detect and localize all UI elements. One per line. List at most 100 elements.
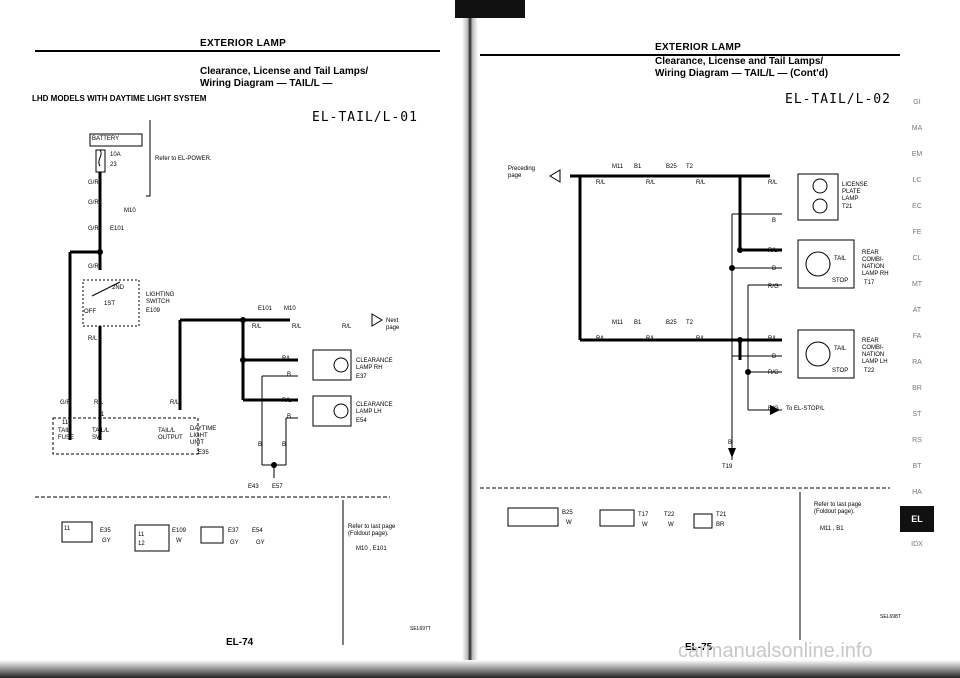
wire-color-label: R/L (768, 336, 778, 342)
clearance-lh-label: CLEARANCE LAMP LH (356, 402, 393, 415)
connector-pin: 11 (138, 532, 145, 538)
section-tab-active[interactable]: EL (900, 506, 934, 532)
page-number: EL-75 (685, 642, 713, 653)
section-tab[interactable]: BR (912, 385, 922, 392)
wire-color-label: R/L (646, 180, 656, 186)
battery-bracket (146, 120, 151, 197)
right-wiring-diagram (480, 169, 890, 640)
page-header: EXTERIOR LAMP (200, 38, 287, 49)
section-tab[interactable]: RS (912, 437, 922, 444)
connector-e54-id: E54 (252, 528, 263, 534)
preceding-page-link[interactable]: Preceding page (508, 166, 536, 179)
connector-pin: 12 (138, 541, 145, 547)
connector-id: M10 (284, 306, 296, 312)
section-tab[interactable]: EM (911, 151, 923, 158)
switch-position-off: OFF (84, 309, 96, 315)
clearance-rh-label: CLEARANCE LAMP RH (356, 358, 393, 371)
battery-label: BATTERY (92, 136, 120, 142)
left-wiring-diagram (35, 120, 390, 645)
refer-last-page: Refer to last page (Foldout page). (348, 524, 396, 537)
refer-last-page: Refer to last page (Foldout page). (814, 502, 862, 515)
connector-id: M11 (612, 320, 624, 326)
connector-t21-color: BR (716, 522, 725, 528)
wire-color-label: R/L (88, 336, 98, 342)
battery-box (89, 133, 143, 147)
section-tab[interactable]: LC (912, 177, 922, 184)
stop-label: STOP (832, 278, 849, 284)
connector-id: B25 (666, 320, 677, 326)
rear-combination-lh-label: REAR COMBI- NATION LAMP LH (862, 338, 888, 365)
connector-e35-id: E35 (100, 528, 111, 534)
section-tab[interactable]: CL (912, 255, 922, 262)
section-tab[interactable]: HA (912, 489, 922, 496)
license-plate-lamp-label: LICENSE PLATE LAMP (842, 182, 868, 202)
daytime-unit-id: E35 (198, 450, 209, 456)
connector-e54-color: GY (256, 540, 265, 546)
connector-id: M11 (612, 164, 624, 170)
tail-switch-label: TAIL/L SW (92, 428, 110, 441)
refer-power-link[interactable]: Refer to EL-POWER. (155, 156, 212, 162)
figure-code: SEL698T (880, 614, 901, 620)
wire-color-label: G/R (88, 200, 99, 206)
wire-color-label: B (772, 266, 777, 272)
wire-color-label: R/L (282, 356, 292, 362)
wire-color-label: R/L (342, 324, 352, 330)
connector-t17-shape (599, 509, 635, 527)
page-header: EXTERIOR LAMP (655, 42, 742, 53)
wire-color-label: R/G (768, 406, 779, 412)
system-label: LHD MODELS WITH DAYTIME LIGHT SYSTEM (32, 94, 207, 103)
section-tab[interactable]: EC (912, 203, 922, 210)
section-tab[interactable]: MT (911, 281, 923, 288)
section-tab[interactable]: FE (912, 229, 922, 236)
wire-color-label: G/R (60, 400, 71, 406)
wire-color-label: G/R (88, 264, 99, 270)
daytime-unit-label: DAYTIME LIGHT UNIT (190, 426, 217, 446)
title-line-1: Clearance, License and Tail Lamps/ (655, 56, 824, 67)
connector-e35-color: GY (102, 538, 111, 544)
connector-t21-shape (693, 513, 713, 529)
connector-t22-color: W (668, 522, 674, 528)
section-tab[interactable]: FA (912, 333, 922, 340)
right-page: EXTERIOR LAMP Clearance, License and Tai… (470, 0, 960, 678)
refer-connectors: M11 , B1 (820, 526, 844, 532)
wire-color-label: R/L (696, 180, 706, 186)
wire-color-label: R/L (768, 248, 778, 254)
ground-id: E43 (248, 484, 259, 490)
connector-e109-shape (134, 524, 170, 552)
section-tab[interactable]: ST (912, 411, 922, 418)
connector-t17-id: T17 (638, 512, 649, 518)
diagram-id: EL-TAIL/L-02 (785, 92, 891, 107)
section-tab[interactable]: BT (912, 463, 922, 470)
title-line-2: Wiring Diagram — TAIL/L — (Cont'd) (655, 68, 829, 79)
section-tab[interactable]: AT (912, 307, 922, 314)
next-page-link[interactable]: Next page (386, 318, 400, 331)
title-line-2: Wiring Diagram — TAIL/L — (200, 78, 333, 89)
scan-shadow-top (455, 0, 525, 18)
wire-color-label: G/R (88, 180, 99, 186)
tail-fuse-label: TAIL FUSE (58, 428, 75, 441)
fuse-number: 23 (110, 162, 117, 168)
switch-position-2nd: 2ND (112, 285, 125, 291)
license-plate-lamp-id: T21 (842, 204, 853, 210)
connector-id: E101 (258, 306, 273, 312)
watermark: carmanualsonline.info (678, 640, 873, 662)
to-stop-link[interactable]: To EL-STOP/L (786, 406, 825, 412)
wire-color-label: B (282, 442, 287, 448)
stop-label: STOP (832, 368, 849, 374)
ground-id: E57 (272, 484, 283, 490)
connector-id: T2 (686, 164, 694, 170)
section-tab[interactable]: MA (911, 125, 923, 132)
lighting-switch-label: LIGHTING SWITCH (146, 292, 175, 305)
section-tab[interactable]: GI (913, 99, 921, 106)
wire-color-label: B (772, 218, 777, 224)
connector-id: B1 (634, 320, 642, 326)
clearance-rh-id: E37 (356, 374, 367, 380)
section-tab[interactable]: IDX (911, 541, 923, 548)
rear-combination-rh-label: REAR COMBI- NATION LAMP RH (862, 250, 889, 277)
connector-b25-id: B25 (562, 510, 573, 516)
header-rule (480, 54, 900, 56)
connector-e37-shape (200, 526, 224, 544)
section-tab[interactable]: RA (912, 359, 922, 366)
tail-output-label: TAIL/L OUTPUT (158, 428, 183, 441)
connector-e35-shape (61, 521, 93, 543)
